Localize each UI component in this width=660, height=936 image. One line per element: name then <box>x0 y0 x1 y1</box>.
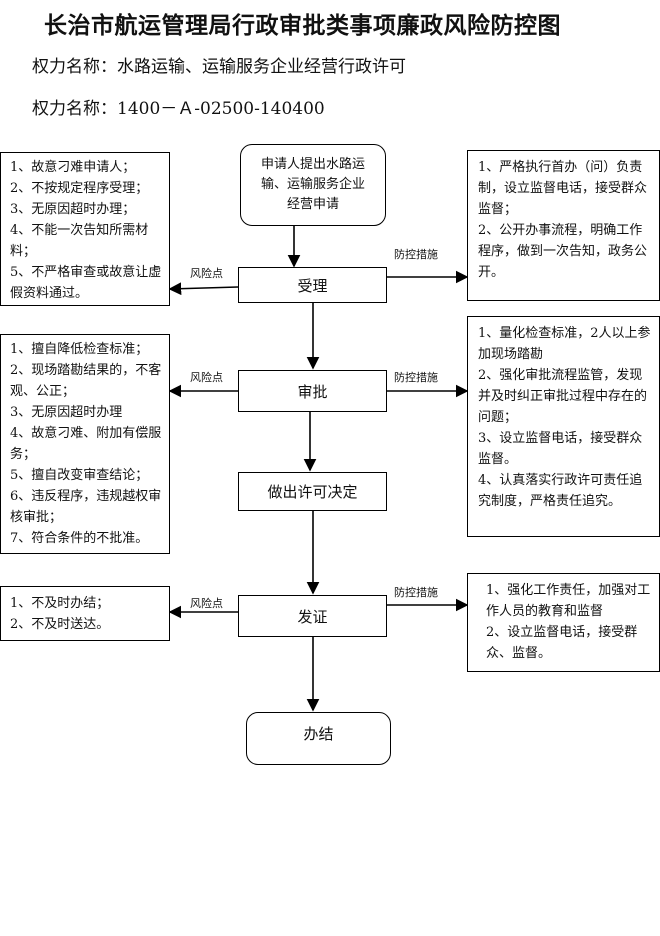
list-item: 5、擅自改变审查结论； <box>10 468 149 483</box>
measure-label-issue: 防控措施 <box>394 586 438 599</box>
list-item: 4、故意刁难、附加有偿服务； <box>10 426 162 462</box>
arrow-accept-risk <box>168 282 239 296</box>
list-item: 1、擅自降低检查标准； <box>10 342 149 357</box>
list-item: 1、不及时办结； <box>10 596 110 611</box>
list-item: 3、设立监督电话，接受群众监督。 <box>478 431 643 467</box>
list-item: 6、违反程序，违规越权审核审批； <box>10 489 162 525</box>
measure-label-approve: 防控措施 <box>394 371 438 384</box>
risk-box-accept: 1、故意刁难申请人； 2、不按规定程序受理； 3、无原因超时办理； 4、不能一次… <box>0 152 170 306</box>
risk-box-issue: 1、不及时办结； 2、不及时送达。 <box>0 586 170 641</box>
list-item: 3、无原因超时办理； <box>10 202 136 217</box>
list-item: 2、不及时送达。 <box>10 617 110 632</box>
list-item: 2、公开办事流程，明确工作程序，做到一次告知，政务公开。 <box>478 223 648 280</box>
step-decision-label: 做出许可决定 <box>267 483 358 501</box>
list-item: 7、符合条件的不批准。 <box>10 531 149 546</box>
list-item: 2、强化审批流程监管，发现并及时纠正审批过程中存在的问题； <box>478 368 648 425</box>
list-item: 1、量化检查标准，2人以上参加现场踏勘 <box>478 326 651 362</box>
measure-box-accept: 1、严格执行首办（问）负责制，设立监督电话，接受群众监督； 2、公开办事流程，明… <box>467 150 660 301</box>
step-issue: 发证 <box>238 595 387 637</box>
end-node: 办结 <box>246 712 391 765</box>
start-node: 申请人提出水路运输、运输服务企业经营申请 <box>240 144 386 226</box>
step-decision: 做出许可决定 <box>238 472 387 511</box>
list-item: 3、无原因超时办理 <box>10 405 123 420</box>
step-approve-label: 审批 <box>297 382 328 401</box>
measure-box-approve: 1、量化检查标准，2人以上参加现场踏勘 2、强化审批流程监管，发现并及时纠正审批… <box>467 316 660 537</box>
step-accept: 受理 <box>238 267 387 303</box>
risk-label-issue: 风险点 <box>190 597 223 610</box>
list-item: 4、认真落实行政许可责任追究制度，严格责任追究。 <box>478 473 643 509</box>
power-code: 权力名称：1400－Ａ-02500-140400 <box>32 99 325 119</box>
list-item: 2、不按规定程序受理； <box>10 181 149 196</box>
step-approve: 审批 <box>238 370 387 412</box>
page-title: 长治市航运管理局行政审批类事项廉政风险防控图 <box>44 12 561 39</box>
list-item: 2、现场踏勘结果的，不客观、公正； <box>10 363 162 399</box>
list-item: 1、故意刁难申请人； <box>10 160 136 175</box>
risk-label-accept: 风险点 <box>190 267 223 280</box>
risk-label-approve: 风险点 <box>190 371 223 384</box>
list-item: 2、设立监督电话，接受群众、监督。 <box>486 625 638 661</box>
list-item: 1、强化工作责任，加强对工作人员的教育和监督 <box>486 583 651 619</box>
start-node-text: 申请人提出水路运输、运输服务企业经营申请 <box>260 157 365 212</box>
step-issue-label: 发证 <box>297 607 328 626</box>
risk-box-approve: 1、擅自降低检查标准； 2、现场踏勘结果的，不客观、公正； 3、无原因超时办理 … <box>0 334 170 554</box>
list-item: 4、不能一次告知所需材料； <box>10 223 149 259</box>
measure-box-issue: 1、强化工作责任，加强对工作人员的教育和监督 2、设立监督电话，接受群众、监督。 <box>467 573 660 672</box>
step-accept-label: 受理 <box>297 276 328 295</box>
measure-label-accept: 防控措施 <box>394 248 438 261</box>
list-item: 5、不严格审查或故意让虚假资料通过。 <box>10 265 162 301</box>
end-node-label: 办结 <box>303 725 334 743</box>
list-item: 1、严格执行首办（问）负责制，设立监督电话，接受群众监督； <box>478 160 648 217</box>
power-name: 权力名称：水路运输、运输服务企业经营行政许可 <box>32 57 406 77</box>
